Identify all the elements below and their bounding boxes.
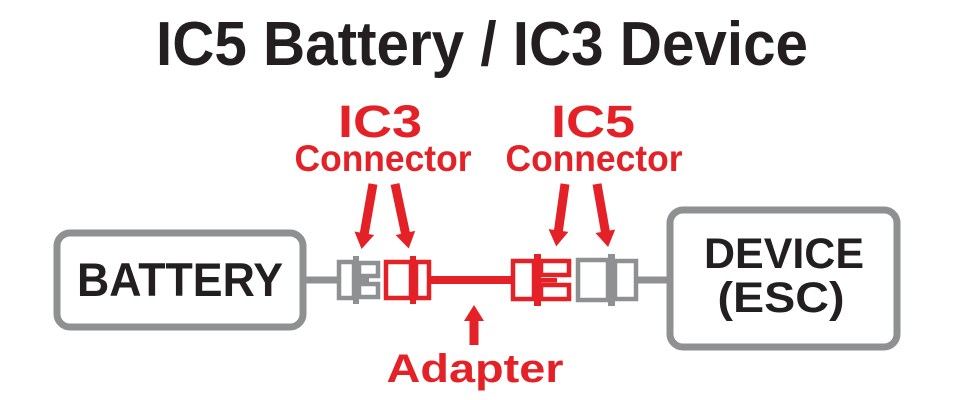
adapter-ic3-socket-connector [383, 256, 441, 304]
ic5-connector-callout: IC5 Connector [506, 96, 683, 248]
ic3-arrow-right-icon [390, 183, 416, 249]
ic5-label: IC5 [551, 96, 635, 147]
ic3-connector-callout: IC3 Connector [295, 96, 472, 249]
battery-label: BATTERY [77, 253, 283, 306]
device-label-line1: DEVICE [704, 230, 864, 278]
ic3-sublabel: Connector [295, 138, 472, 179]
battery-ic3-plug-connector [336, 256, 381, 304]
ic3-arrow-left-icon [354, 183, 378, 249]
ic5-sublabel: Connector [506, 138, 683, 179]
device-label-line2: (ESC) [718, 274, 845, 322]
ic5-arrow-left-icon [548, 183, 570, 247]
adapter-arrow-icon [464, 305, 484, 345]
page-title: IC5 Battery / IC3 Device [156, 10, 808, 79]
adapter-callout: Adapter [387, 305, 564, 391]
ic5-arrow-right-icon [592, 183, 616, 248]
adapter-label: Adapter [387, 347, 564, 391]
ic3-label: IC3 [338, 96, 422, 147]
device-box [666, 206, 901, 351]
device-ic5-socket-connector [575, 254, 639, 306]
adapter-ic5-plug-connector [510, 254, 572, 306]
